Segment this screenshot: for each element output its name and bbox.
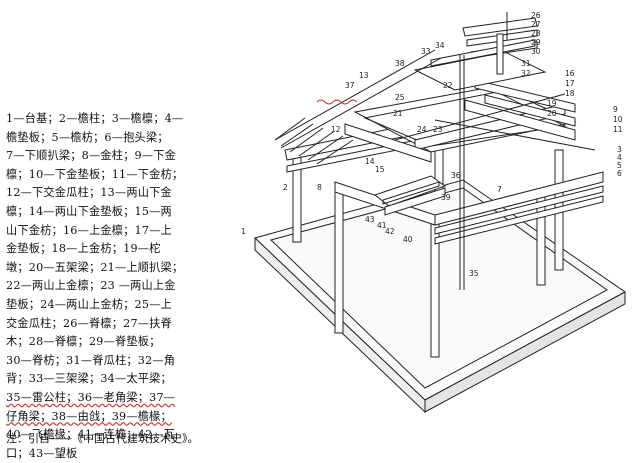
hip-rafters — [274, 49, 596, 151]
callout-label: 40 — [403, 235, 413, 244]
legend-line: 檩；14—两山下金垫板；15—两 — [6, 204, 172, 218]
callout-label: 16 — [565, 69, 575, 78]
eave-rafters — [274, 117, 354, 165]
callout-label: 25 — [395, 93, 405, 102]
callout-label: 21 — [393, 109, 403, 118]
callout-label: 33 — [421, 47, 431, 56]
callout-label: 34 — [435, 41, 445, 50]
legend-line-highlighted: 35—雷公柱；36—老角梁；37— — [6, 390, 176, 404]
legend-line: 12—下交金瓜柱；13—两山下金 — [6, 186, 172, 200]
callout-label: 29 — [531, 38, 541, 47]
lower-frame — [344, 79, 577, 163]
flying-rafters — [373, 175, 447, 216]
callout-label: 6 — [617, 169, 622, 178]
callout-label: 22 — [443, 81, 453, 90]
callout-label: 4 — [617, 153, 622, 162]
callout-label: 9 — [613, 105, 618, 114]
roof-frame-diagram: 26 27 28 29 30 34 33 38 13 37 25 21 22 3… — [241, 11, 626, 414]
legend-line: 墩；20—五架梁；21—上顺扒梁； — [6, 260, 184, 274]
callout-label: 43 — [365, 215, 375, 224]
callout-label: 36 — [451, 171, 461, 180]
callout-label: 39 — [441, 193, 451, 202]
callout-label: 15 — [375, 165, 385, 174]
king-post — [459, 12, 508, 290]
callout-label: 31 — [521, 59, 531, 68]
callout-label: 14 — [365, 157, 375, 166]
legend-line: 交金瓜柱；26—脊檩；27—扶脊 — [6, 316, 172, 330]
callout-label: 13 — [359, 71, 369, 80]
callout-label: 8 — [317, 183, 322, 192]
callout-label: 32 — [521, 69, 531, 78]
callout-label: 17 — [565, 79, 575, 88]
callout-label: 38 — [395, 59, 405, 68]
legend-line: 口；43—望板 — [6, 446, 78, 460]
callout-label: 5 — [617, 161, 622, 170]
legend-line: 山下金枋；16—上金檩；17—上 — [6, 223, 172, 237]
callout-label: 12 — [331, 125, 341, 134]
legend-line: 檐垫板；5—檐枋；6—抱头梁； — [6, 130, 169, 144]
source-note: 注：引自——《中国古代建筑技术史》。 — [6, 432, 199, 445]
callout-label: 19 — [547, 99, 557, 108]
callout-label: 42 — [385, 227, 395, 236]
callout-label: 20 — [547, 109, 557, 118]
callout-label: 30 — [531, 47, 541, 56]
legend-line: 背；33—三架梁；34—太平梁； — [6, 372, 172, 386]
callout-label: 10 — [613, 115, 623, 124]
legend-text: 1—台基；2—檐柱；3—檐檩；4— 檐垫板；5—檐枋；6—抱头梁； 7—下顺扒梁… — [6, 110, 238, 463]
callout-label: 41 — [377, 221, 387, 230]
legend-line: 40—飞檐椽；41—连檐；42—瓦 — [6, 428, 176, 442]
callout-label: 2 — [283, 183, 288, 192]
legend-line: 7—下顺扒梁；8—金柱；9—下金 — [6, 149, 176, 163]
legend-line: 木；28—脊檩；29—脊垫板； — [6, 335, 161, 349]
callout-label: 26 — [531, 11, 541, 20]
callout-label: 37 — [345, 81, 355, 90]
legend-line: 檩；10—下金垫板；11—下金枋； — [6, 167, 184, 181]
legend-line: 22—两山上金檩；23 —两山上金 — [6, 279, 176, 293]
callout-label: 18 — [565, 89, 575, 98]
legend-line: 30—脊枋；31—脊瓜柱；32—角 — [6, 353, 176, 367]
callout-label: 28 — [531, 29, 541, 38]
callout-label: 24 — [417, 125, 427, 134]
callout-label: 35 — [469, 269, 479, 278]
callout-label: 7 — [497, 185, 502, 194]
callout-labels: 26 27 28 29 30 34 33 38 13 37 25 21 22 3… — [241, 11, 623, 278]
legend-line: 1—台基；2—檐柱；3—檐檩；4— — [6, 112, 184, 125]
callout-label: 27 — [531, 20, 541, 29]
callout-label: 3 — [617, 145, 622, 154]
legend-line: 金垫板；18—上金枋；19—柁 — [6, 242, 161, 256]
upper-frame — [413, 17, 547, 91]
legend-line: 垫板；24—两山上金枋；25—上 — [6, 297, 172, 311]
callout-label: 23 — [433, 125, 443, 134]
callout-label: 1 — [241, 227, 246, 236]
callout-label: 11 — [613, 125, 623, 134]
highlight-mark — [316, 99, 358, 105]
legend-line-highlighted: 仔角梁；38—由戗；39—檐椽； — [6, 409, 172, 423]
